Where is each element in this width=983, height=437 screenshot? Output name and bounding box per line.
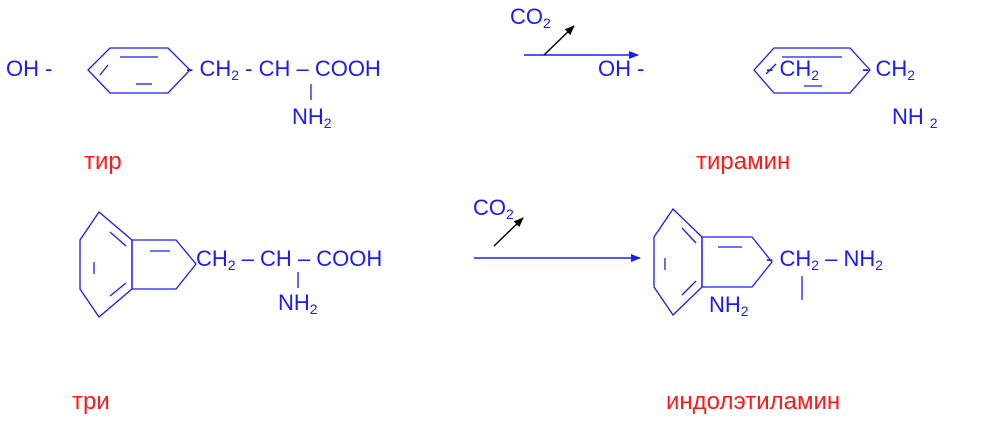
- reactant-tyrosine: OH - - CH2 - CH – COOH NH2: [6, 47, 381, 131]
- side-chain: CH2 – CH – COOH: [196, 246, 382, 273]
- ring-ch2-group: - CH2: [766, 56, 819, 83]
- reactant-tryptophan: CH2 – CH – COOH NH2: [79, 211, 382, 318]
- co2-label: CO2: [473, 195, 514, 222]
- benzene-ring: [87, 47, 191, 94]
- reaction-arrow-1: CO2: [510, 4, 639, 59]
- indole-ring: [653, 207, 773, 317]
- co2-label: CO2: [510, 4, 551, 31]
- side-chain: - CH2 – NH2: [766, 246, 883, 273]
- ch2-group: - CH2 - CH – COOH: [186, 56, 381, 83]
- ch2-group: - CH2: [862, 56, 915, 83]
- reaction-arrow-2: CO2: [473, 195, 641, 262]
- nh2-group: NH2: [292, 104, 332, 131]
- product-indolylethylamine: - CH2 – NH2 NH2: [653, 207, 883, 319]
- oh-group: OH -: [6, 56, 52, 81]
- benzene-ring: [753, 47, 871, 94]
- oh-group: OH -: [598, 56, 644, 81]
- label-indolethylamine: индолэтиламин: [666, 388, 840, 415]
- label-tri: три: [72, 388, 110, 415]
- indole-ring: [79, 211, 197, 318]
- nh2-group: NH2: [709, 292, 749, 319]
- label-tir: тир: [84, 148, 122, 175]
- label-tiramin: тирамин: [696, 148, 790, 175]
- nh2-group: NH2: [278, 290, 318, 317]
